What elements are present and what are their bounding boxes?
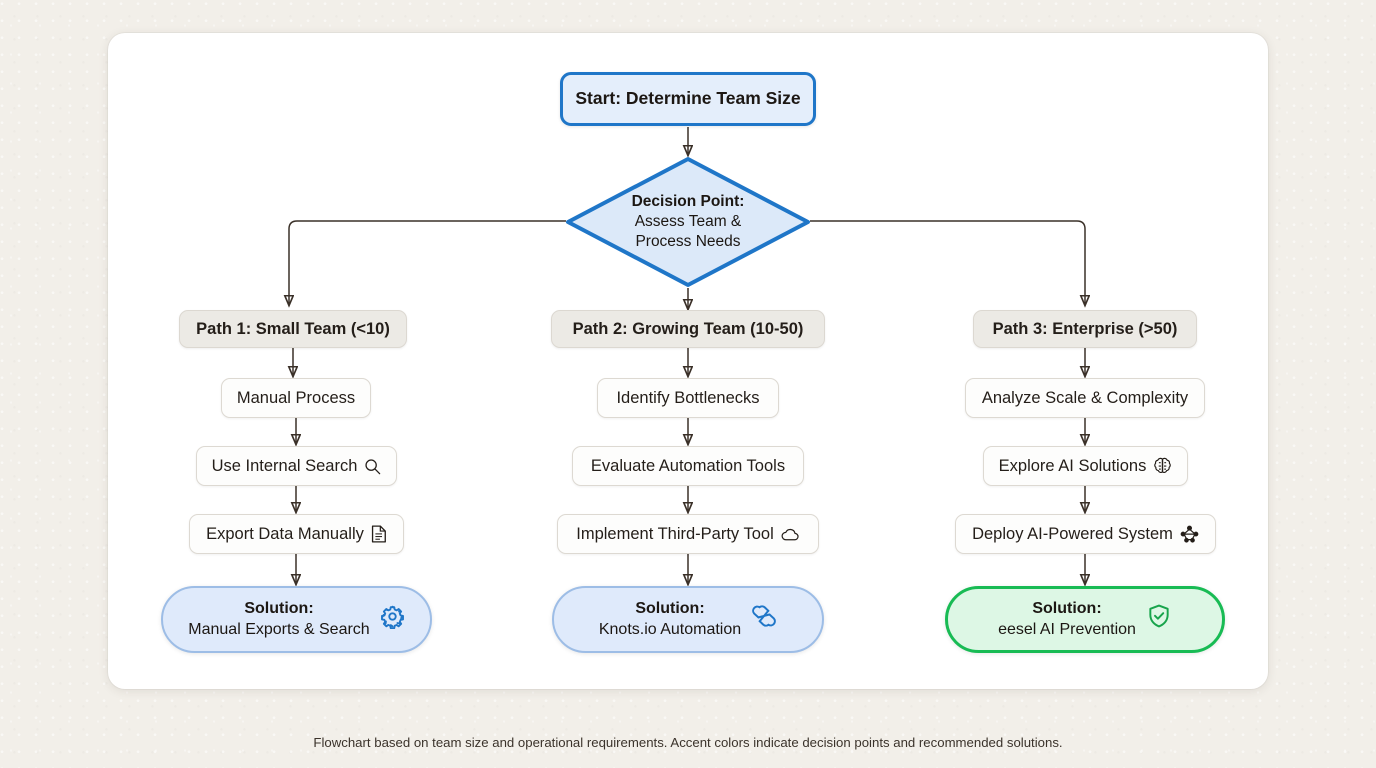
step-2-1-label: Identify Bottlenecks — [616, 388, 760, 407]
search-icon — [364, 458, 381, 475]
solution-2-title: Solution: — [635, 600, 705, 618]
knot-link-icon — [751, 604, 777, 634]
shield-check-icon — [1146, 603, 1172, 635]
solution-1-detail: Manual Exports & Search — [188, 620, 370, 638]
node-path-header-1[interactable]: Path 1: Small Team (<10) — [179, 310, 407, 348]
solution-3-text: Solution: eesel AI Prevention — [998, 599, 1136, 639]
step-2-3-label: Implement Third-Party Tool — [576, 524, 774, 543]
diamond-shape — [566, 157, 810, 287]
flowchart-caption: Flowchart based on team size and operati… — [313, 735, 1063, 750]
step-1-2-label: Use Internal Search — [211, 456, 358, 475]
node-step-2-3[interactable]: Implement Third-Party Tool — [557, 514, 819, 554]
solution-1-text: Solution: Manual Exports & Search — [188, 599, 369, 639]
node-start-label: Start: Determine Team Size — [575, 88, 801, 109]
solution-2-detail: Knots.io Automation — [598, 620, 742, 638]
step-3-1-label: Analyze Scale & Complexity — [981, 388, 1189, 407]
solution-3-title: Solution: — [1032, 600, 1102, 618]
document-icon — [371, 525, 387, 543]
network-icon — [1180, 525, 1199, 543]
brain-icon — [1153, 457, 1172, 475]
node-solution-3[interactable]: Solution: eesel AI Prevention — [945, 586, 1225, 653]
solution-2-text: Solution: Knots.io Automation — [599, 599, 741, 639]
step-3-3-label: Deploy AI-Powered System — [972, 524, 1173, 543]
decision-line-2: Assess Team & — [634, 212, 742, 230]
path-header-2-label: Path 2: Growing Team (10-50) — [572, 319, 804, 338]
step-1-3-label: Export Data Manually — [206, 524, 364, 543]
node-step-2-2[interactable]: Evaluate Automation Tools — [572, 446, 804, 486]
node-step-1-1[interactable]: Manual Process — [221, 378, 371, 418]
step-1-1-label: Manual Process — [236, 388, 356, 407]
node-step-1-2[interactable]: Use Internal Search — [196, 446, 397, 486]
decision-line-1: Decision Point: — [631, 192, 745, 210]
step-2-2-label: Evaluate Automation Tools — [590, 456, 786, 475]
path-header-1-label: Path 1: Small Team (<10) — [196, 319, 390, 338]
node-decision-label: Decision Point: Assess Team & Process Ne… — [564, 155, 812, 289]
node-solution-1[interactable]: Solution: Manual Exports & Search — [161, 586, 432, 653]
node-path-header-3[interactable]: Path 3: Enterprise (>50) — [973, 310, 1197, 348]
solution-1-title: Solution: — [244, 600, 314, 618]
node-solution-2[interactable]: Solution: Knots.io Automation — [552, 586, 824, 653]
node-decision[interactable]: Decision Point: Assess Team & Process Ne… — [564, 155, 812, 289]
path-header-3-label: Path 3: Enterprise (>50) — [992, 319, 1178, 338]
solution-3-detail: eesel AI Prevention — [998, 620, 1136, 638]
node-step-3-2[interactable]: Explore AI Solutions — [983, 446, 1188, 486]
node-path-header-2[interactable]: Path 2: Growing Team (10-50) — [551, 310, 825, 348]
node-step-2-1[interactable]: Identify Bottlenecks — [597, 378, 779, 418]
node-step-3-3[interactable]: Deploy AI-Powered System — [955, 514, 1216, 554]
node-step-3-1[interactable]: Analyze Scale & Complexity — [965, 378, 1205, 418]
decision-line-3: Process Needs — [635, 233, 741, 251]
gear-icon — [380, 604, 405, 635]
node-start[interactable]: Start: Determine Team Size — [560, 72, 816, 126]
node-step-1-3[interactable]: Export Data Manually — [189, 514, 404, 554]
cloud-icon — [781, 527, 800, 542]
step-3-2-label: Explore AI Solutions — [998, 456, 1147, 475]
